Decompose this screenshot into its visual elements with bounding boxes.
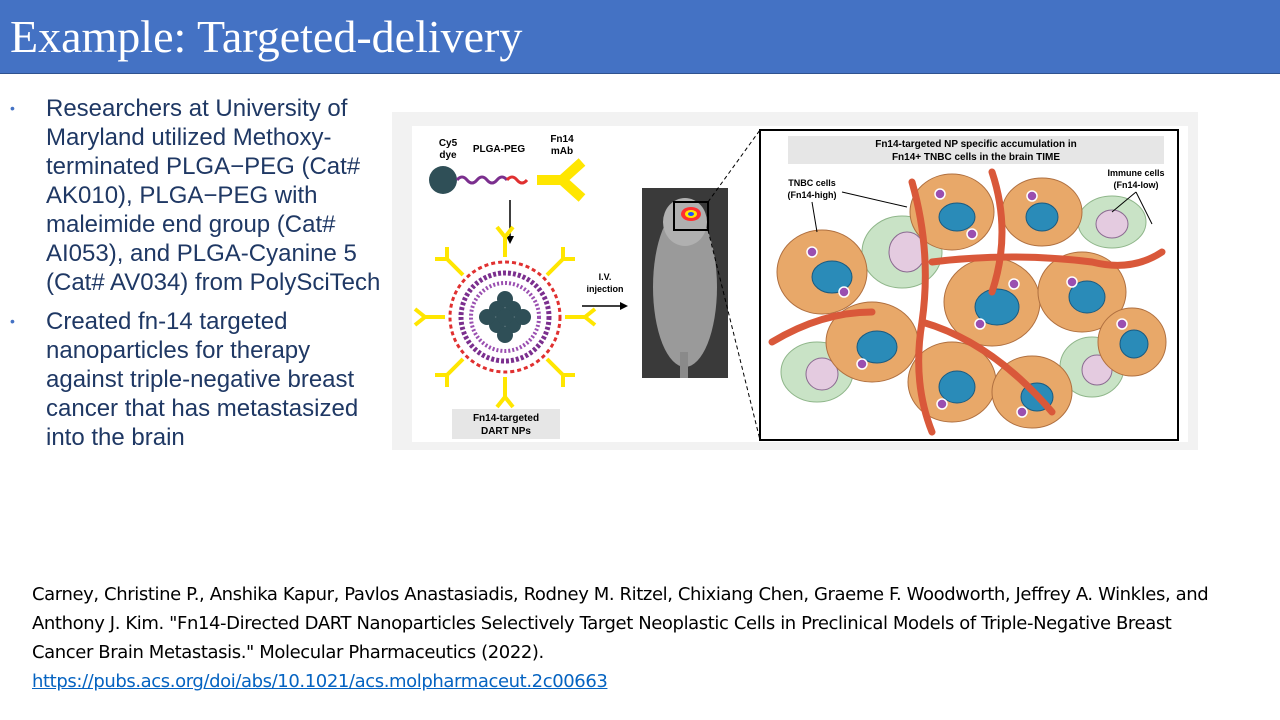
immune-label: (Fn14-low) — [1114, 180, 1159, 190]
bullet-text: Created fn-14 targeted nanoparticles for… — [46, 308, 359, 451]
citation-link[interactable]: https://pubs.acs.org/doi/abs/10.1021/acs… — [32, 671, 608, 692]
iv-label: injection — [586, 284, 623, 294]
cy5-label: dye — [439, 150, 457, 161]
brain-roi-box — [673, 201, 709, 231]
mouse-image — [642, 188, 728, 378]
np-label: Fn14-targeted — [473, 413, 539, 424]
citation: Carney, Christine P., Anshika Kapur, Pav… — [32, 580, 1232, 696]
cell-cluster — [768, 168, 1167, 436]
panel-header: Fn14-targeted NP specific accumulation i… — [875, 139, 1077, 150]
citation-text: Carney, Christine P., Anshika Kapur, Pav… — [32, 584, 1209, 663]
panel-header-box — [788, 136, 1164, 164]
tnbc-label: TNBC cells — [788, 178, 836, 188]
plga-peg-label: PLGA-PEG — [473, 144, 525, 155]
bullet-icon: • — [10, 313, 15, 329]
np-label: DART NPs — [481, 426, 531, 437]
iv-label: I.V. — [599, 272, 612, 282]
research-figure: Cy5 dye PLGA-PEG Fn14 mAb — [392, 112, 1198, 450]
bullet-list: • Researchers at University of Maryland … — [8, 94, 383, 462]
tnbc-label: (Fn14-high) — [788, 190, 837, 200]
immune-label: Immune cells — [1107, 168, 1164, 178]
bullet-text: Researchers at University of Maryland ut… — [46, 95, 381, 296]
fn14-label: Fn14 — [550, 134, 574, 145]
antibody-icon — [537, 158, 586, 202]
bullet-icon: • — [10, 100, 15, 116]
np-label-box — [452, 409, 560, 439]
bullet-item: • Created fn-14 targeted nanoparticles f… — [8, 307, 383, 452]
title-bar: Example: Targeted-delivery — [0, 0, 1280, 74]
cy5-label: Cy5 — [439, 138, 458, 149]
fn14-label: mAb — [551, 146, 573, 157]
slide-title: Example: Targeted-delivery — [10, 11, 523, 62]
dye-icon — [429, 166, 457, 194]
figure-illustration: Cy5 dye PLGA-PEG Fn14 mAb — [412, 126, 1188, 442]
panel-header: Fn14+ TNBC cells in the brain TIME — [892, 152, 1060, 163]
bullet-item: • Researchers at University of Maryland … — [8, 94, 383, 297]
nanoparticle-icon — [413, 225, 597, 409]
arrow-down-icon — [506, 236, 514, 244]
arrow-right-icon — [620, 302, 628, 310]
